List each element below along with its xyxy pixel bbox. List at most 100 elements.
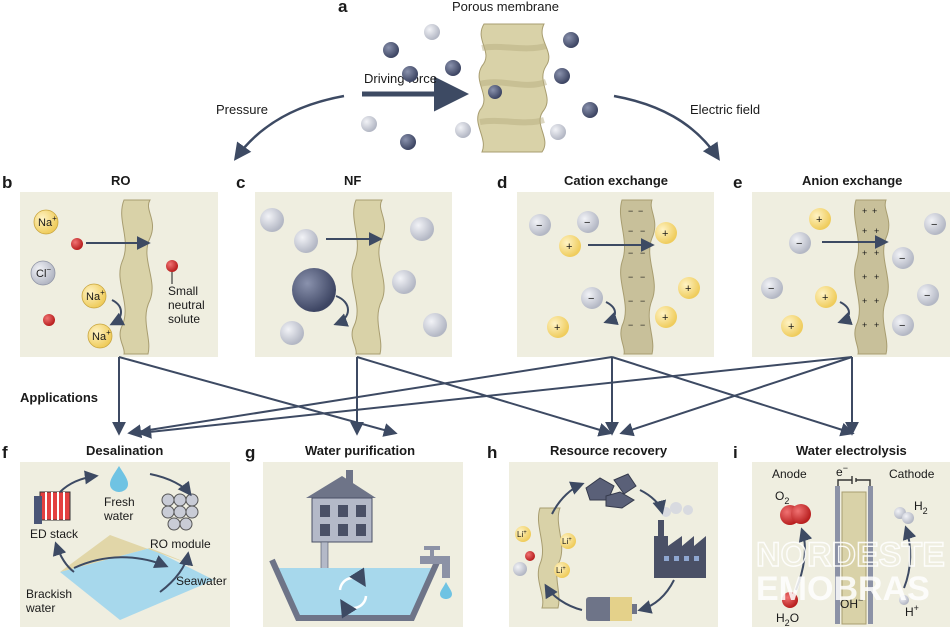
small-molecule	[410, 217, 434, 241]
cation: +	[815, 286, 837, 308]
cation: +	[678, 277, 700, 299]
electric-field-arrow	[613, 94, 720, 161]
water-basin	[274, 568, 436, 616]
ed-stack-icon	[34, 491, 71, 524]
cation: +	[655, 222, 677, 244]
anion: −	[917, 284, 939, 306]
svg-text:Li+: Li+	[562, 537, 572, 546]
external-circuit	[837, 476, 871, 486]
pressure-arrow	[233, 94, 345, 161]
svg-text:−: −	[931, 219, 937, 231]
cation: +	[809, 208, 831, 230]
panel-h-title: Resource recovery	[550, 443, 668, 458]
small-molecule	[280, 321, 304, 345]
svg-text:−: −	[796, 238, 802, 250]
panel-a: a Porous membrane Driving force Pressure…	[216, 0, 760, 161]
particle	[554, 68, 570, 84]
panel-c-title: NF	[344, 173, 361, 188]
anion: −	[577, 211, 599, 233]
small-molecule	[260, 208, 284, 232]
panel-b: b RO Na+ Cl− Na+ Na+ Small neutral solut…	[2, 173, 218, 357]
panel-g: g Water purification	[245, 443, 463, 627]
porous-membrane	[477, 23, 550, 153]
svg-text:+: +	[566, 241, 572, 253]
svg-text:+: +	[822, 292, 828, 304]
cation: +	[547, 316, 569, 338]
shore-slope	[60, 535, 200, 572]
fixed-negative-charges: −− −− −− −− −− −−	[628, 206, 648, 330]
panel-e: e Anion exchange ++ ++ ++ ++ ++ ++ + − −…	[733, 173, 950, 357]
panel-i: i Water electrolysis Anode Cathode e− O2…	[733, 443, 950, 628]
small-molecule	[294, 229, 318, 253]
ore-rocks-icon	[585, 473, 637, 509]
svg-text:−: −	[924, 290, 930, 302]
seawater-label: Seawater	[176, 574, 227, 588]
h2o-label: H2O	[776, 611, 799, 628]
panel-h-letter: h	[487, 443, 497, 462]
rejection-arrow	[837, 301, 853, 326]
svg-text:Na+: Na+	[86, 288, 105, 303]
small-neutral-solute	[71, 238, 83, 250]
panel-d-title: Cation exchange	[564, 173, 668, 188]
anion: −	[789, 232, 811, 254]
h2-label: H2	[914, 499, 928, 516]
panel-e-letter: e	[733, 173, 742, 192]
rejection-arrow	[603, 301, 619, 326]
impurity	[525, 551, 535, 561]
anode-electrode	[835, 486, 840, 624]
electron-label: e−	[836, 463, 848, 479]
svg-text:+: +	[662, 228, 668, 240]
particle	[402, 66, 418, 82]
cl-ion: Cl−	[30, 260, 56, 286]
o2-label: O2	[775, 489, 789, 506]
panel-d: d Cation exchange −− −− −− −− −− −− − − …	[497, 173, 714, 357]
svg-text:−: −	[899, 253, 905, 265]
svg-text:−: −	[584, 217, 590, 229]
hplus-label: H+	[905, 603, 919, 619]
water-drop	[110, 466, 128, 492]
impurity	[513, 562, 527, 576]
svg-text:Li+: Li+	[556, 566, 566, 575]
particle	[582, 102, 598, 118]
small-neutral-solute	[43, 314, 55, 326]
particle	[455, 122, 471, 138]
application-connectors	[112, 356, 859, 439]
cation: +	[559, 235, 581, 257]
hydroxide-label: OH−	[840, 595, 863, 611]
svg-text:+: +	[816, 214, 822, 226]
panel-f-letter: f	[2, 443, 8, 462]
recovery-cycle-arrows	[544, 481, 675, 614]
small-molecule	[423, 313, 447, 337]
svg-text:+: +	[788, 321, 794, 333]
svg-text:Cl−: Cl−	[36, 265, 51, 280]
applications-label: Applications	[20, 390, 98, 405]
driving-force-label: Driving force	[364, 71, 437, 86]
watermark: NORDESTE EMOBRAS	[755, 535, 945, 608]
particle	[550, 124, 566, 140]
pressure-label: Pressure	[216, 102, 268, 117]
desalination-cycle-arrows	[52, 470, 194, 593]
house-icon	[306, 470, 376, 543]
panel-a-letter: a	[338, 0, 348, 16]
panel-e-box	[752, 192, 950, 357]
svg-text:−: −	[588, 293, 594, 305]
rejection-arrow	[333, 295, 349, 327]
small-molecule	[392, 270, 416, 294]
panel-d-letter: d	[497, 173, 507, 192]
particle	[424, 24, 440, 40]
particle	[563, 32, 579, 48]
membrane-label: Porous membrane	[452, 0, 559, 14]
proton	[899, 595, 909, 605]
electrolysis-arrows	[795, 525, 917, 591]
recycle-icon	[338, 567, 368, 619]
ro-module-label: RO module	[150, 537, 211, 551]
solute-label: Small neutral solute	[168, 284, 208, 326]
anion: −	[761, 277, 783, 299]
watermark-line-1: NORDESTE	[756, 536, 945, 574]
particle	[400, 134, 416, 150]
cation-membrane	[620, 199, 656, 355]
water-drop	[440, 582, 452, 599]
